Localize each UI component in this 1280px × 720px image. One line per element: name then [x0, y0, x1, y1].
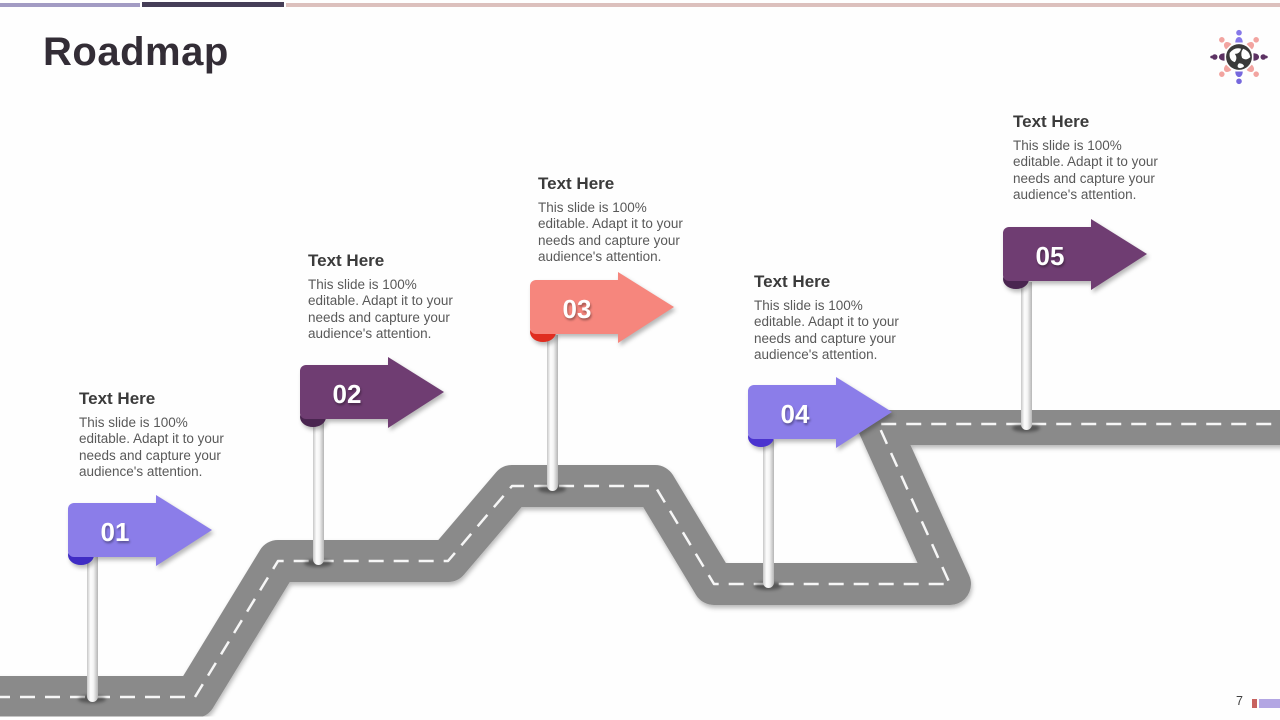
page-number: 7: [1236, 694, 1243, 708]
signpost-pole-01: [87, 550, 98, 702]
milestone-body: This slide is 100% editable. Adapt it to…: [1013, 138, 1158, 203]
arrow-sign-02: [300, 357, 444, 428]
milestone-body: This slide is 100% editable. Adapt it to…: [79, 415, 224, 480]
signpost-pole-02: [313, 410, 324, 565]
milestone-text-block-04: Text Here This slide is 100% editable. A…: [754, 272, 926, 364]
milestone-text-block-03: Text Here This slide is 100% editable. A…: [538, 174, 710, 266]
milestone-text-block-05: Text Here This slide is 100% editable. A…: [1013, 112, 1185, 204]
top-accent-bar-left: [0, 3, 140, 7]
sign-number-01: 01: [100, 517, 130, 547]
milestone-body: This slide is 100% editable. Adapt it to…: [538, 200, 683, 265]
milestone-heading: Text Here: [308, 251, 385, 270]
page-title: Roadmap: [43, 30, 229, 74]
milestone-text-block-02: Text Here This slide is 100% editable. A…: [308, 251, 480, 343]
milestone-heading: Text Here: [754, 272, 831, 291]
top-accent-bar-right: [286, 3, 1280, 7]
globe-people-icon: [1210, 29, 1268, 85]
milestone-text-block-01: Text Here This slide is 100% editable. A…: [79, 389, 251, 481]
pole-base-shadows: [78, 424, 1040, 703]
footer-pink-chip: [1252, 699, 1257, 708]
signpost-pole-05: [1021, 282, 1032, 430]
sign-number-04: 04: [780, 399, 810, 429]
sign-number-02: 02: [332, 379, 362, 409]
arrow-sign-05: [1003, 219, 1147, 290]
milestone-heading: Text Here: [1013, 112, 1090, 131]
milestone-heading: Text Here: [79, 389, 156, 408]
footer-lavender-chip: [1259, 699, 1280, 708]
sign-number-05: 05: [1035, 241, 1065, 271]
arrow-sign-03: [530, 272, 674, 343]
signpost-pole-03: [547, 335, 558, 491]
arrow-sign-01: [68, 495, 212, 566]
signpost-pole-04: [763, 440, 774, 588]
milestone-heading: Text Here: [538, 174, 615, 193]
arrow-sign-04: [748, 377, 892, 448]
road-center-dashes: [0, 422, 1280, 699]
milestone-body: This slide is 100% editable. Adapt it to…: [754, 298, 899, 363]
top-accent-bar-middle: [142, 2, 284, 7]
milestone-body: This slide is 100% editable. Adapt it to…: [308, 277, 453, 342]
sign-number-03: 03: [562, 294, 592, 324]
